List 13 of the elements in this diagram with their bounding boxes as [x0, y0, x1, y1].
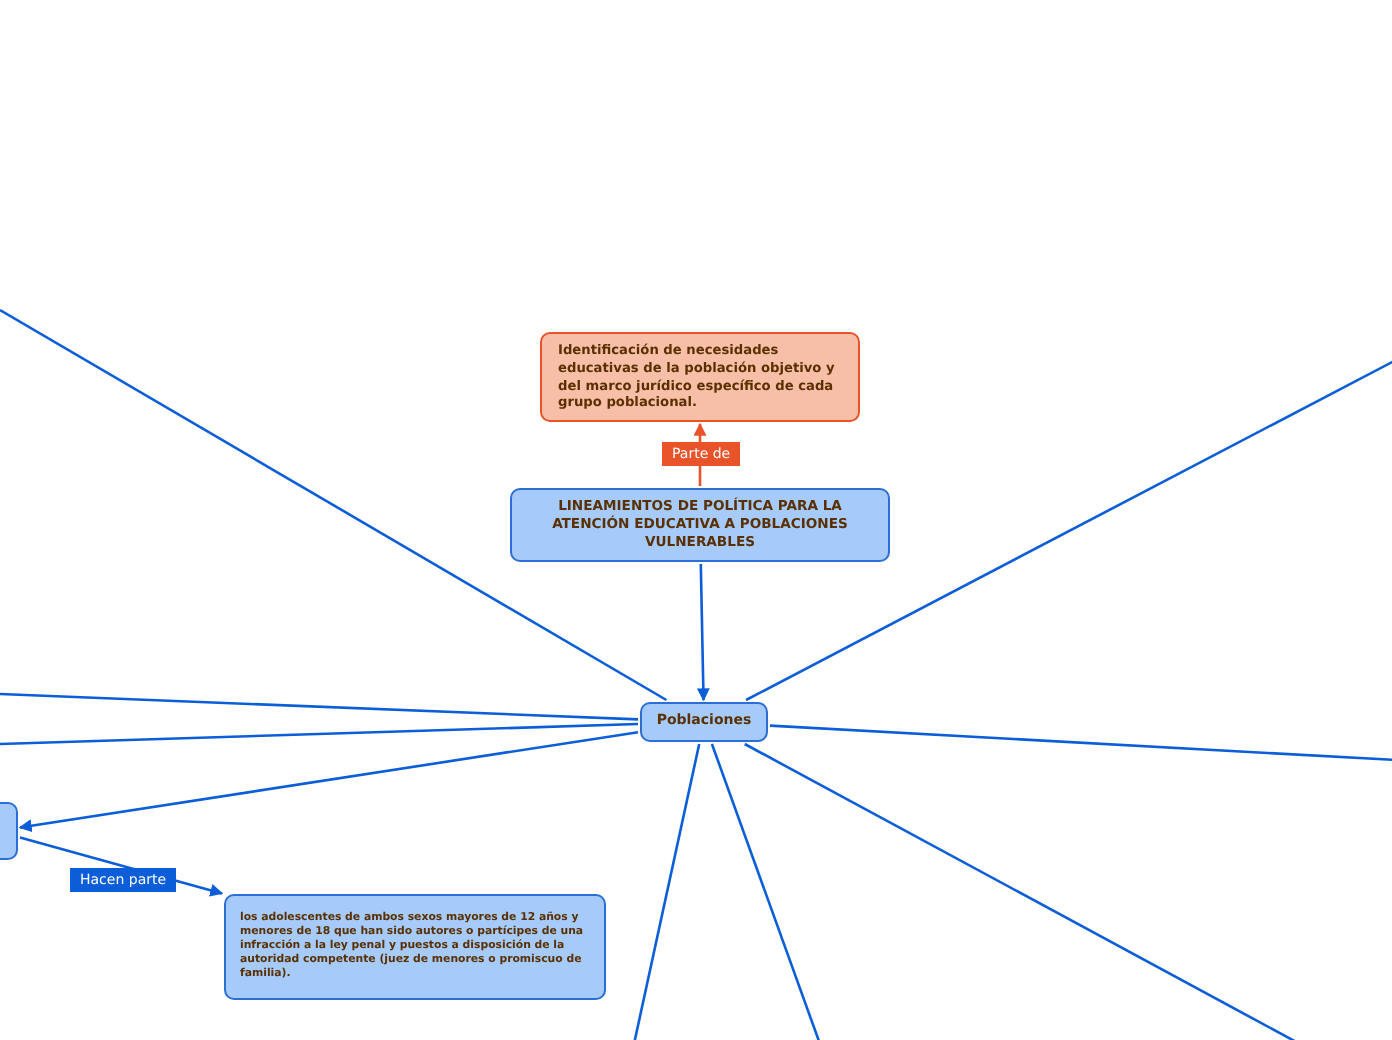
connector-line	[710, 743, 822, 1040]
connector-line	[0, 722, 639, 746]
topic-box	[540, 332, 860, 422]
connector-line	[769, 724, 1392, 762]
connector-line	[696, 563, 710, 702]
connector-line	[0, 308, 668, 702]
concept-box	[640, 702, 768, 742]
connector-line	[18, 730, 639, 833]
concept-box	[510, 488, 890, 562]
concept-box	[224, 894, 606, 1000]
connector-line	[0, 692, 639, 721]
connector-line	[632, 743, 701, 1040]
connector-line	[745, 358, 1392, 702]
